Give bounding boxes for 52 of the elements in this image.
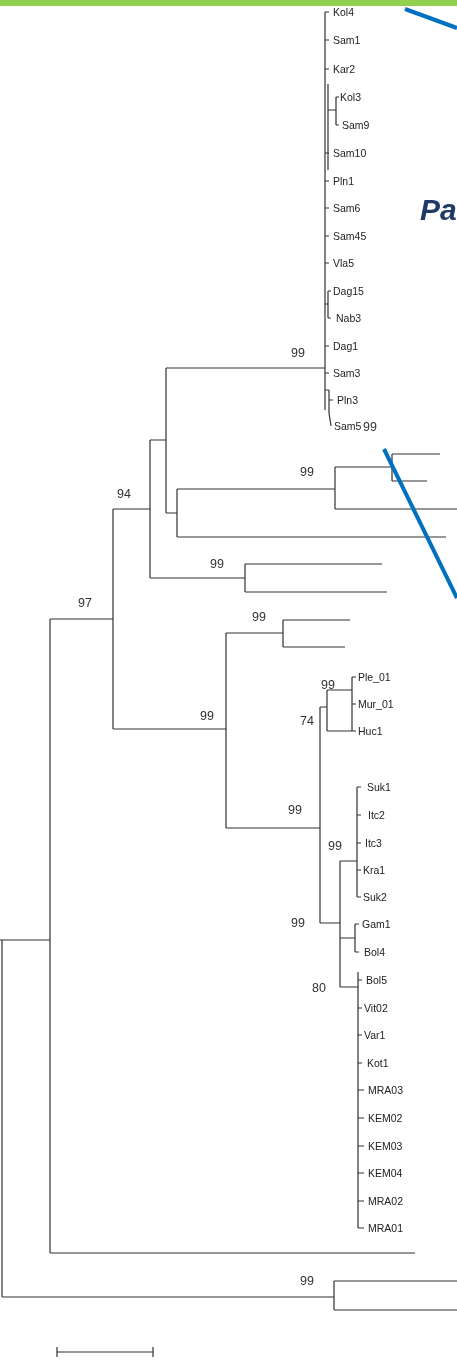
bootstrap-value: 99: [288, 803, 302, 816]
taxon-label: Kol3: [340, 91, 361, 102]
taxon-label: Ple_01: [358, 671, 391, 682]
taxon-label: Kar2: [333, 63, 356, 74]
taxon-label: Bol5: [366, 974, 387, 985]
taxon-label: KEM02: [368, 1112, 403, 1123]
bootstrap-value: 99: [328, 839, 342, 852]
taxon-label: Dag15: [333, 285, 364, 296]
bootstrap-value: 94: [117, 487, 131, 500]
taxon-label: Huc1: [358, 725, 383, 736]
taxon-label: Kra1: [363, 864, 386, 875]
taxon-label: Sam9: [342, 119, 370, 130]
taxon-label: Itc2: [368, 809, 385, 820]
taxon-label: Sam3: [333, 367, 361, 378]
taxon-label: Vit02: [364, 1002, 388, 1013]
bootstrap-value: 99: [300, 465, 314, 478]
bootstrap-value: 99: [200, 709, 214, 722]
bootstrap-value: 99: [210, 557, 224, 570]
taxon-label: KEM03: [368, 1140, 403, 1151]
taxon-label: Nab3: [336, 312, 362, 323]
taxon-label: Sam5: [334, 420, 362, 431]
taxon-label: Dag1: [333, 340, 359, 351]
bootstrap-value: 99: [252, 610, 266, 623]
taxon-label: Sam1: [333, 34, 361, 45]
taxon-label: Kol4: [333, 6, 354, 17]
slide-text: Pa: [420, 195, 457, 225]
taxon-label: Pln3: [337, 394, 358, 405]
taxon-label: MRA02: [368, 1195, 403, 1206]
taxon-label: MRA03: [368, 1084, 403, 1095]
taxon-label: Sam10: [333, 147, 367, 158]
taxon-label: KEM04: [368, 1167, 403, 1178]
bootstrap-value: 99: [321, 678, 335, 691]
bootstrap-value: 99: [300, 1274, 314, 1287]
bootstrap-value: 97: [78, 596, 92, 609]
taxon-label: Bol4: [364, 946, 385, 957]
taxon-label: MRA01: [368, 1222, 403, 1233]
taxon-label: Sam45: [333, 230, 367, 241]
taxon-label: Vla5: [333, 257, 354, 268]
taxon-label: Itc3: [365, 837, 382, 848]
bootstrap-value: 99: [291, 346, 305, 359]
taxon-label: Suk1: [367, 781, 391, 792]
taxon-label: Gam1: [362, 918, 391, 929]
taxon-label: Var1: [364, 1029, 386, 1040]
taxon-label: Sam6: [333, 202, 361, 213]
taxon-label: Suk2: [363, 891, 387, 902]
taxon-label: Mur_01: [358, 698, 394, 709]
bootstrap-value: 74: [300, 714, 314, 727]
bootstrap-value: 99: [291, 916, 305, 929]
taxon-label: Pln1: [333, 175, 354, 186]
taxon-label: Kot1: [367, 1057, 389, 1068]
bootstrap-value: 99: [363, 420, 377, 433]
bootstrap-value: 80: [312, 981, 326, 994]
